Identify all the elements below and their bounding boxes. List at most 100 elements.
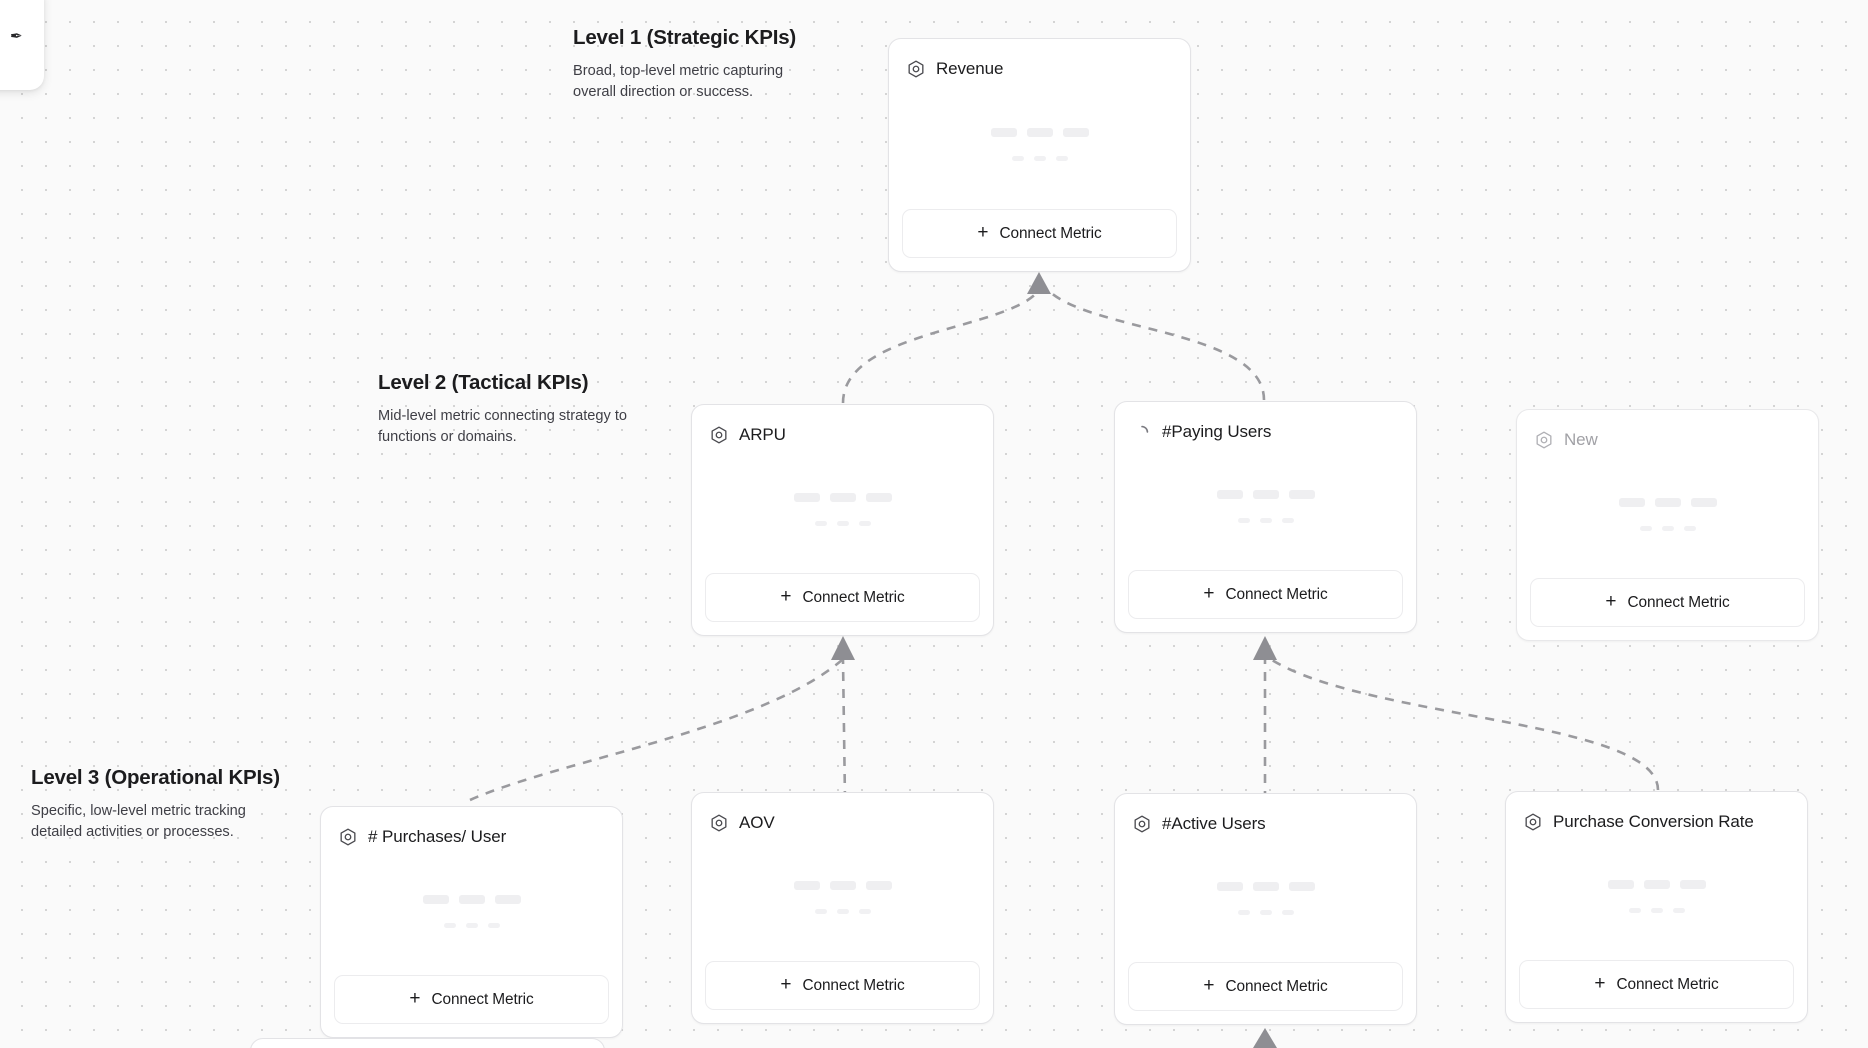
- skeleton-row-secondary: [1011, 156, 1068, 161]
- metric-card-new[interactable]: New + Connect Metric: [1516, 409, 1819, 641]
- connect-metric-button[interactable]: + Connect Metric: [1519, 960, 1794, 1009]
- card-title: #Paying Users: [1162, 422, 1272, 441]
- card-title: New: [1564, 430, 1598, 449]
- card-title: Purchase Conversion Rate: [1553, 812, 1754, 831]
- metric-card-purchase-conversion-rate[interactable]: Purchase Conversion Rate + Connect Metri…: [1505, 791, 1808, 1023]
- skeleton-bar: [1026, 128, 1053, 137]
- skeleton-row-primary: [793, 881, 892, 890]
- skeleton-bar: [836, 521, 849, 526]
- arrowhead-revenue: [1027, 272, 1051, 294]
- skeleton-bar: [829, 881, 856, 890]
- hexagon-target-icon: [908, 60, 924, 78]
- skeleton-bar: [1237, 910, 1250, 915]
- skeleton-row-secondary: [1237, 518, 1294, 523]
- connect-metric-button[interactable]: + Connect Metric: [334, 975, 609, 1024]
- plus-icon: +: [1605, 591, 1617, 612]
- skeleton-bar: [1259, 910, 1272, 915]
- skeleton-bar: [1252, 882, 1279, 891]
- plus-icon: +: [780, 974, 792, 995]
- edge-conversion-to-paying-users: [1271, 658, 1660, 791]
- card-header: New: [1530, 423, 1805, 453]
- metric-card-purchases-per-user[interactable]: # Purchases/ User + Connect Metric: [320, 806, 623, 1038]
- card-title: #Active Users: [1162, 814, 1266, 833]
- level-2-description: Mid-level metric connecting strategy to …: [378, 408, 628, 446]
- skeleton-row-primary: [1216, 882, 1315, 891]
- skeleton-bar: [1259, 518, 1272, 523]
- connect-metric-button[interactable]: + Connect Metric: [1128, 962, 1403, 1011]
- metric-card-revenue[interactable]: Revenue + Connect Metric: [888, 38, 1191, 272]
- connect-metric-button[interactable]: + Connect Metric: [902, 209, 1177, 258]
- edge-aov-to-arpu: [841, 659, 847, 801]
- skeleton-bar: [422, 895, 449, 904]
- skeleton-bar: [1288, 882, 1315, 891]
- skeleton-row-primary: [422, 895, 521, 904]
- skeleton-row-primary: [793, 493, 892, 502]
- connect-metric-button[interactable]: + Connect Metric: [1530, 578, 1805, 627]
- skeleton-row-secondary: [443, 923, 500, 928]
- connect-metric-label: Connect Metric: [999, 224, 1102, 242]
- metric-card-aov[interactable]: AOV + Connect Metric: [691, 792, 994, 1024]
- level-1-label-group: Level 1 (Strategic KPIs) Broad, top-leve…: [573, 26, 825, 103]
- metric-card-active-users[interactable]: #Active Users + Connect Metric: [1114, 793, 1417, 1025]
- skeleton-row-secondary: [1628, 908, 1685, 913]
- floating-toolbar-panel[interactable]: ✒: [0, 0, 44, 90]
- card-header: #Paying Users: [1128, 415, 1403, 445]
- skeleton-bar: [494, 895, 521, 904]
- level-2-label-group: Level 2 (Tactical KPIs) Mid-level metric…: [378, 371, 630, 448]
- skeleton-bar: [793, 493, 820, 502]
- card-title: Revenue: [936, 59, 1004, 78]
- hexagon-target-icon: [1134, 815, 1150, 833]
- edge-arpu-to-revenue: [841, 289, 1041, 404]
- metric-card-arpu[interactable]: ARPU + Connect Metric: [691, 404, 994, 636]
- skeleton-bar: [465, 923, 478, 928]
- metric-card-paying-users[interactable]: #Paying Users + Connect Metric: [1114, 401, 1417, 633]
- connect-metric-label: Connect Metric: [1627, 593, 1730, 611]
- skeleton-bar: [1011, 156, 1024, 161]
- pen-tool-icon[interactable]: ✒: [10, 28, 23, 45]
- connect-metric-button[interactable]: + Connect Metric: [705, 961, 980, 1010]
- connect-metric-button[interactable]: + Connect Metric: [705, 573, 980, 622]
- skeleton-bar: [858, 521, 871, 526]
- skeleton-bar: [990, 128, 1017, 137]
- card-header: #Active Users: [1128, 807, 1403, 837]
- skeleton-row-primary: [1216, 490, 1315, 499]
- card-header: ARPU: [705, 418, 980, 448]
- arrowhead-arpu: [831, 636, 855, 660]
- skeleton-bar: [1650, 908, 1663, 913]
- skeleton-bar: [487, 923, 500, 928]
- skeleton-bar: [1690, 498, 1717, 507]
- plus-icon: +: [1594, 973, 1606, 994]
- skeleton-bar: [1607, 880, 1634, 889]
- edge-paying-users-to-revenue: [1047, 289, 1266, 401]
- skeleton-bar: [1672, 908, 1685, 913]
- card-header: Revenue: [902, 52, 1177, 82]
- connect-metric-label: Connect Metric: [802, 588, 905, 606]
- skeleton-bar: [1639, 526, 1652, 531]
- card-header: # Purchases/ User: [334, 820, 609, 850]
- skeleton-bar: [458, 895, 485, 904]
- skeleton-bar: [1628, 908, 1641, 913]
- card-header: AOV: [705, 806, 980, 836]
- skeleton-bar: [1643, 880, 1670, 889]
- skeleton-bar: [443, 923, 456, 928]
- hexagon-target-icon: [1525, 813, 1541, 831]
- level-2-title: Level 2 (Tactical KPIs): [378, 371, 589, 394]
- skeleton-row-primary: [1607, 880, 1706, 889]
- card-header: Purchase Conversion Rate: [1519, 805, 1794, 835]
- skeleton-bar: [1654, 498, 1681, 507]
- skeleton-bar: [1288, 490, 1315, 499]
- connect-metric-label: Connect Metric: [1225, 977, 1328, 995]
- skeleton-bar: [1281, 518, 1294, 523]
- spinner-icon: [1141, 425, 1149, 433]
- skeleton-row-secondary: [814, 909, 871, 914]
- connect-metric-label: Connect Metric: [802, 976, 905, 994]
- plus-icon: +: [977, 222, 989, 243]
- connect-metric-button[interactable]: + Connect Metric: [1128, 570, 1403, 619]
- metric-card-offscreen-bottom[interactable]: [250, 1038, 605, 1048]
- skeleton-row-secondary: [1237, 910, 1294, 915]
- skeleton-bar: [814, 521, 827, 526]
- skeleton-bar: [793, 881, 820, 890]
- hexagon-target-icon: [1536, 431, 1552, 449]
- card-title: ARPU: [739, 425, 786, 444]
